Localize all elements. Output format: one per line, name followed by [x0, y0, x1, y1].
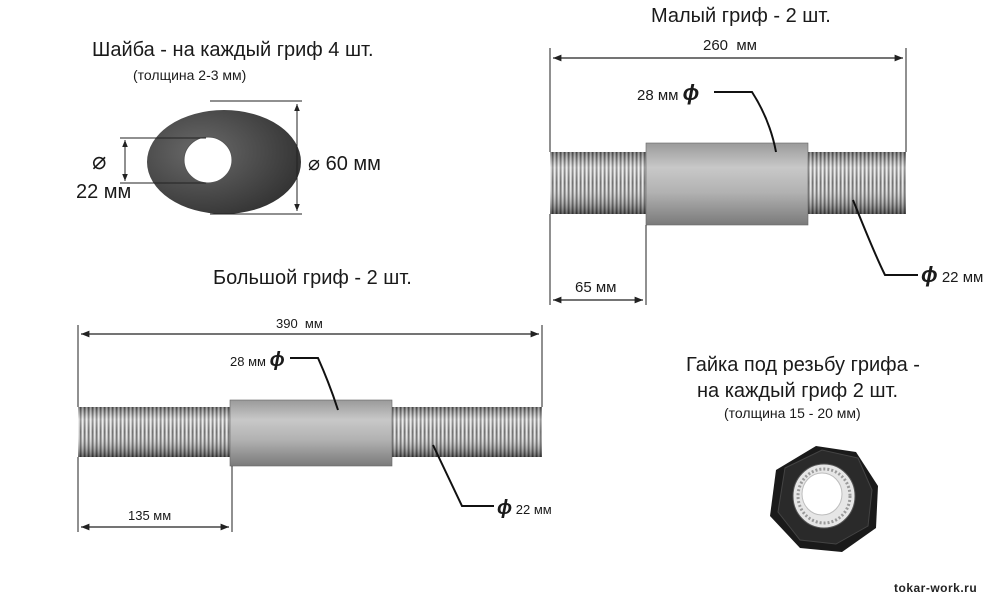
small-bar-sleeve-diameter: 28 мм ϕ — [637, 82, 699, 104]
small-bar-thread-length-label: 65 мм — [575, 279, 617, 296]
small-bar-length-label: 260 мм — [703, 37, 757, 54]
washer-drawing — [120, 100, 302, 215]
large-bar-title: Большой гриф - 2 шт. — [213, 267, 412, 289]
nut-title-line2: на каждый гриф 2 шт. — [697, 380, 899, 402]
small-bar-thread-diameter-label: 22 мм — [941, 269, 984, 286]
large-bar-thread-diameter: ϕ 22 мм — [497, 498, 552, 518]
diameter-icon: ϕ — [921, 262, 938, 287]
large-bar-length-label: 390 мм — [276, 316, 323, 331]
large-bar-drawing — [77, 325, 543, 532]
large-bar-sleeve-leader — [290, 357, 339, 411]
small-bar-sleeve — [645, 142, 809, 226]
nut-subtitle: (толщина 15 - 20 мм) — [724, 405, 861, 421]
large-bar-sleeve-diameter: 28 мм ϕ — [230, 350, 285, 370]
large-bar-thread-diameter-label: 22 мм — [515, 502, 552, 517]
nut-drawing — [770, 446, 878, 552]
washer-title: Шайба - на каждый гриф 4 шт. — [92, 39, 374, 61]
large-bar-thread-leader — [432, 444, 494, 507]
diameter-icon: ϕ — [497, 497, 513, 519]
washer-hole — [183, 136, 233, 184]
watermark: tokar-work.ru — [894, 581, 978, 595]
large-bar-sleeve-diameter-label: 28 мм — [230, 354, 266, 369]
small-bar-title: Малый гриф - 2 шт. — [651, 5, 831, 27]
diameter-icon: ϕ — [269, 349, 285, 371]
washer-subtitle: (толщина 2-3 мм) — [133, 67, 247, 83]
large-bar-sleeve — [229, 399, 393, 467]
small-bar-thread-diameter: ϕ 22 мм — [921, 264, 983, 286]
washer-inner-diameter-symbol: ⌀ — [92, 148, 107, 175]
small-bar-thread-leader — [852, 199, 918, 276]
diameter-icon: ϕ — [682, 80, 700, 105]
washer-outer-diameter-label: ⌀ 60 мм — [308, 153, 381, 175]
nut-title-line1: Гайка под резьбу грифа - — [686, 354, 920, 376]
washer-inner-diameter-label: 22 мм — [76, 181, 132, 203]
small-bar-sleeve-diameter-label: 28 мм — [637, 87, 679, 104]
washer-ring — [147, 110, 301, 214]
small-bar-sleeve-leader — [714, 91, 777, 153]
large-bar-thread-length-label: 135 мм — [128, 508, 172, 523]
small-bar-drawing — [549, 48, 918, 305]
